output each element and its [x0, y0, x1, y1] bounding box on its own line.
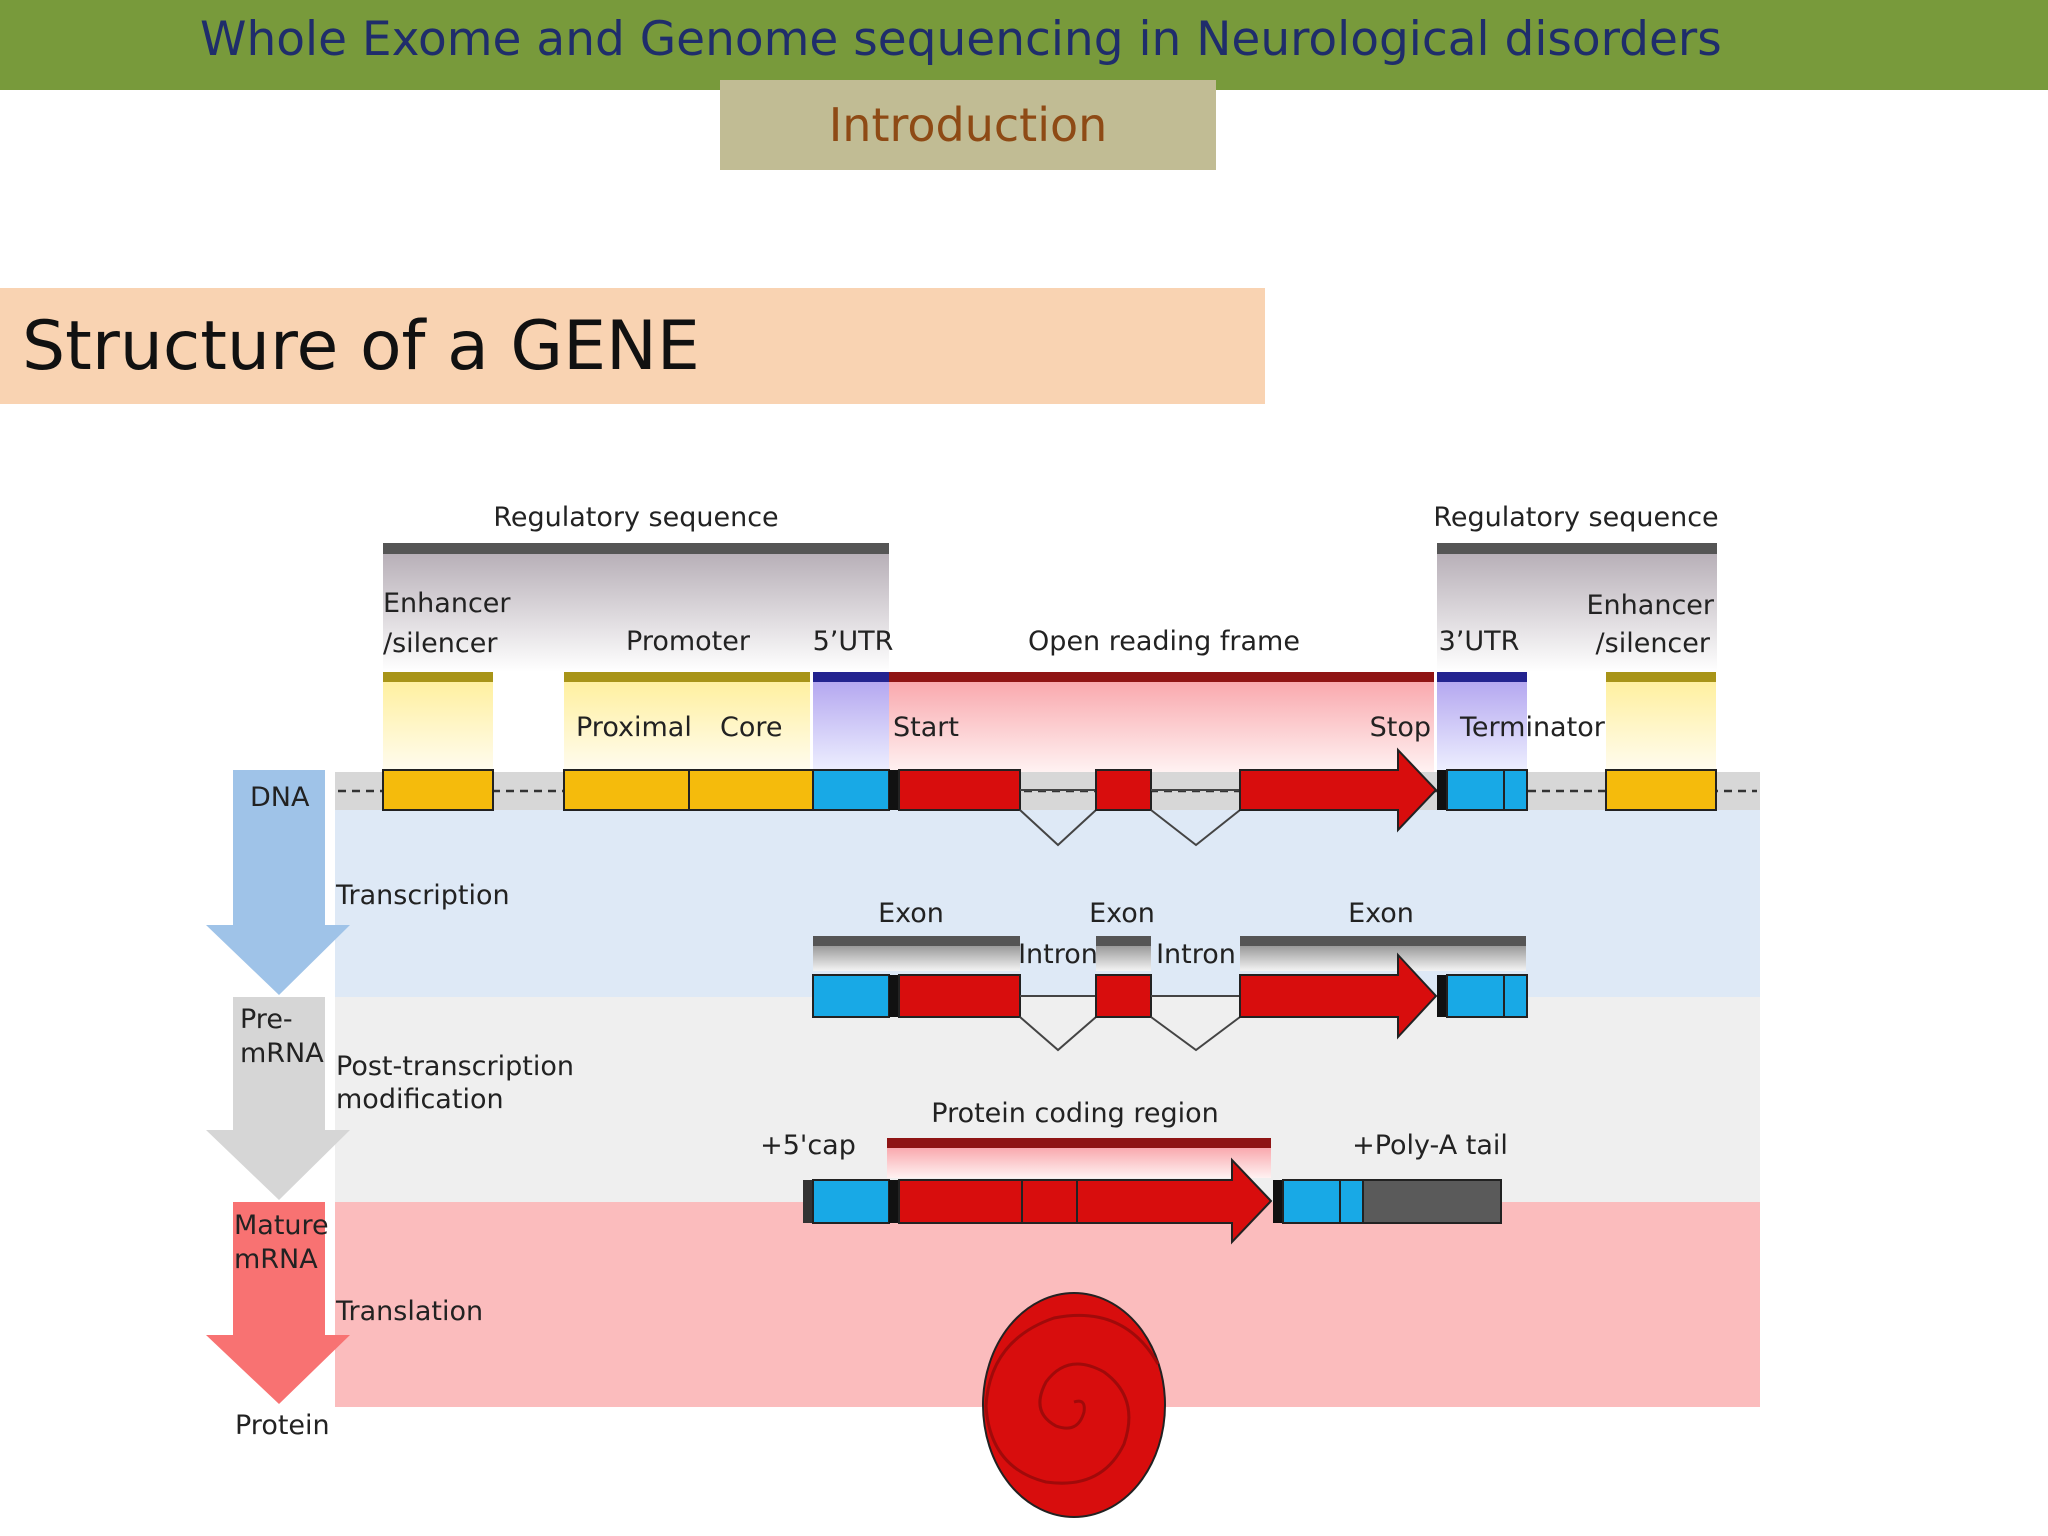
pre-mrna-label-line1: Pre- [240, 1004, 293, 1035]
intron1-label: Intron [1018, 939, 1098, 970]
enhancer-left-shade [383, 682, 493, 772]
exon3-label: Exon [1348, 898, 1414, 929]
mature-coding-region-arrow [898, 1157, 1273, 1245]
enhancer-right-label-line2: /silencer [1596, 628, 1711, 659]
dna-stage-arrow [206, 770, 350, 995]
enhancer-right-box [1605, 769, 1717, 811]
pre-mrna-stop-marker [1437, 975, 1447, 1017]
exon2-shade [1096, 946, 1151, 971]
enhancer-right-bar [1606, 672, 1716, 682]
dna-exon1-box [898, 769, 1021, 811]
exon1-bar [813, 936, 1020, 946]
promoter-shade [564, 682, 810, 772]
five-cap-label: +5'cap [760, 1130, 856, 1161]
orf-bar [889, 672, 1434, 682]
dna-exon2-box [1095, 769, 1152, 811]
pre-mrna-label-line2: mRNA [240, 1038, 324, 1069]
enhancer-left-box [382, 769, 494, 811]
mature-start-marker [889, 1180, 899, 1223]
open-reading-frame-label: Open reading frame [1028, 626, 1300, 657]
protein-blob [982, 1292, 1166, 1518]
slide-title: Structure of a GENE [22, 306, 700, 386]
five-utr-box [812, 769, 890, 811]
protein-stage-label: Protein [235, 1410, 330, 1441]
exon3-shade [1240, 946, 1526, 971]
five-cap-marker [803, 1180, 813, 1223]
promoter-label: Promoter [626, 626, 751, 657]
exon1-label: Exon [878, 898, 944, 929]
exon3-bar [1240, 936, 1526, 946]
three-utr-bar [1437, 672, 1527, 682]
protein-coding-region-label: Protein coding region [931, 1098, 1218, 1129]
top-banner [0, 0, 2048, 90]
orf-shade [889, 682, 1434, 772]
enhancer-left-bar [383, 672, 493, 682]
regulatory-sequence-left-bar [383, 543, 889, 554]
transcription-label: Transcription [335, 880, 510, 911]
start-label: Start [893, 712, 959, 743]
section-tab-label: Introduction [828, 98, 1108, 152]
mature-five-utr-box [812, 1179, 890, 1224]
start-codon-marker [889, 770, 899, 810]
regulatory-sequence-left-label: Regulatory sequence [493, 502, 778, 533]
pre-mrna-start-marker [889, 975, 899, 1017]
protein-coding-region-bar [887, 1138, 1271, 1148]
pre-mrna-exon3-arrow [1239, 952, 1438, 1040]
poly-a-tail-box [1362, 1179, 1502, 1224]
protein-coding-region-shade [887, 1148, 1271, 1178]
exon2-label: Exon [1089, 898, 1155, 929]
pre-mrna-five-utr-box [812, 974, 890, 1018]
enhancer-right-label-line1: Enhancer [1587, 590, 1715, 621]
dna-intron2-splice [1150, 809, 1241, 847]
enhancer-left-label-line1: Enhancer [383, 588, 511, 619]
dna-stage-label: DNA [250, 782, 310, 813]
regulatory-left-shade [383, 554, 889, 672]
exon2-bar [1096, 936, 1151, 946]
five-utr-bar [813, 672, 889, 682]
presentation-title: Whole Exome and Genome sequencing in Neu… [200, 12, 1722, 67]
mature-mrna-stage-arrow [206, 1202, 350, 1404]
pre-mrna-intron1-splice [1019, 1016, 1097, 1052]
five-utr-shade [813, 682, 889, 772]
mature-three-utr-box [1282, 1179, 1364, 1224]
core-label: Core [720, 712, 783, 743]
stop-codon-marker [1437, 770, 1447, 810]
pre-mrna-exon1-box [898, 974, 1021, 1018]
intron2-label: Intron [1156, 939, 1236, 970]
promoter-core-box [688, 769, 814, 811]
pre-mrna-exon2-box [1095, 974, 1152, 1018]
stop-label: Stop [1370, 712, 1431, 743]
enhancer-left-label-line2: /silencer [383, 628, 498, 659]
slide-title-band: Structure of a GENE [0, 288, 1265, 404]
pre-mrna-three-utr-box [1446, 974, 1528, 1018]
section-tab: Introduction [720, 80, 1216, 170]
exon1-shade [813, 946, 1020, 971]
three-utr-box [1446, 769, 1528, 811]
five-utr-label: 5’UTR [813, 626, 894, 657]
pre-mrna-stage-arrow [206, 997, 350, 1200]
proximal-label: Proximal [576, 712, 692, 743]
post-transcription-label-line1: Post-transcription [336, 1051, 574, 1082]
three-utr-shade [1437, 682, 1527, 772]
regulatory-right-shade [1437, 554, 1717, 672]
regulatory-sequence-right-bar [1437, 543, 1717, 554]
enhancer-right-shade [1606, 682, 1716, 772]
promoter-proximal-box [563, 769, 690, 811]
mature-mrna-label-line2: mRNA [234, 1244, 318, 1275]
regulatory-sequence-right-label: Regulatory sequence [1433, 502, 1718, 533]
dna-intron1-splice [1019, 809, 1097, 847]
pre-mrna-intron2-splice [1150, 1016, 1241, 1052]
dna-exon3-arrow [1239, 747, 1438, 833]
poly-a-tail-label: +Poly-A tail [1352, 1130, 1508, 1161]
post-transcription-label-line2: modification [336, 1084, 504, 1115]
translation-label: Translation [335, 1296, 483, 1327]
promoter-bar [564, 672, 810, 682]
terminator-label: Terminator [1459, 712, 1606, 743]
mature-stop-marker [1273, 1180, 1283, 1223]
mature-mrna-label-line1: Mature [234, 1210, 329, 1241]
three-utr-label: 3’UTR [1439, 626, 1520, 657]
